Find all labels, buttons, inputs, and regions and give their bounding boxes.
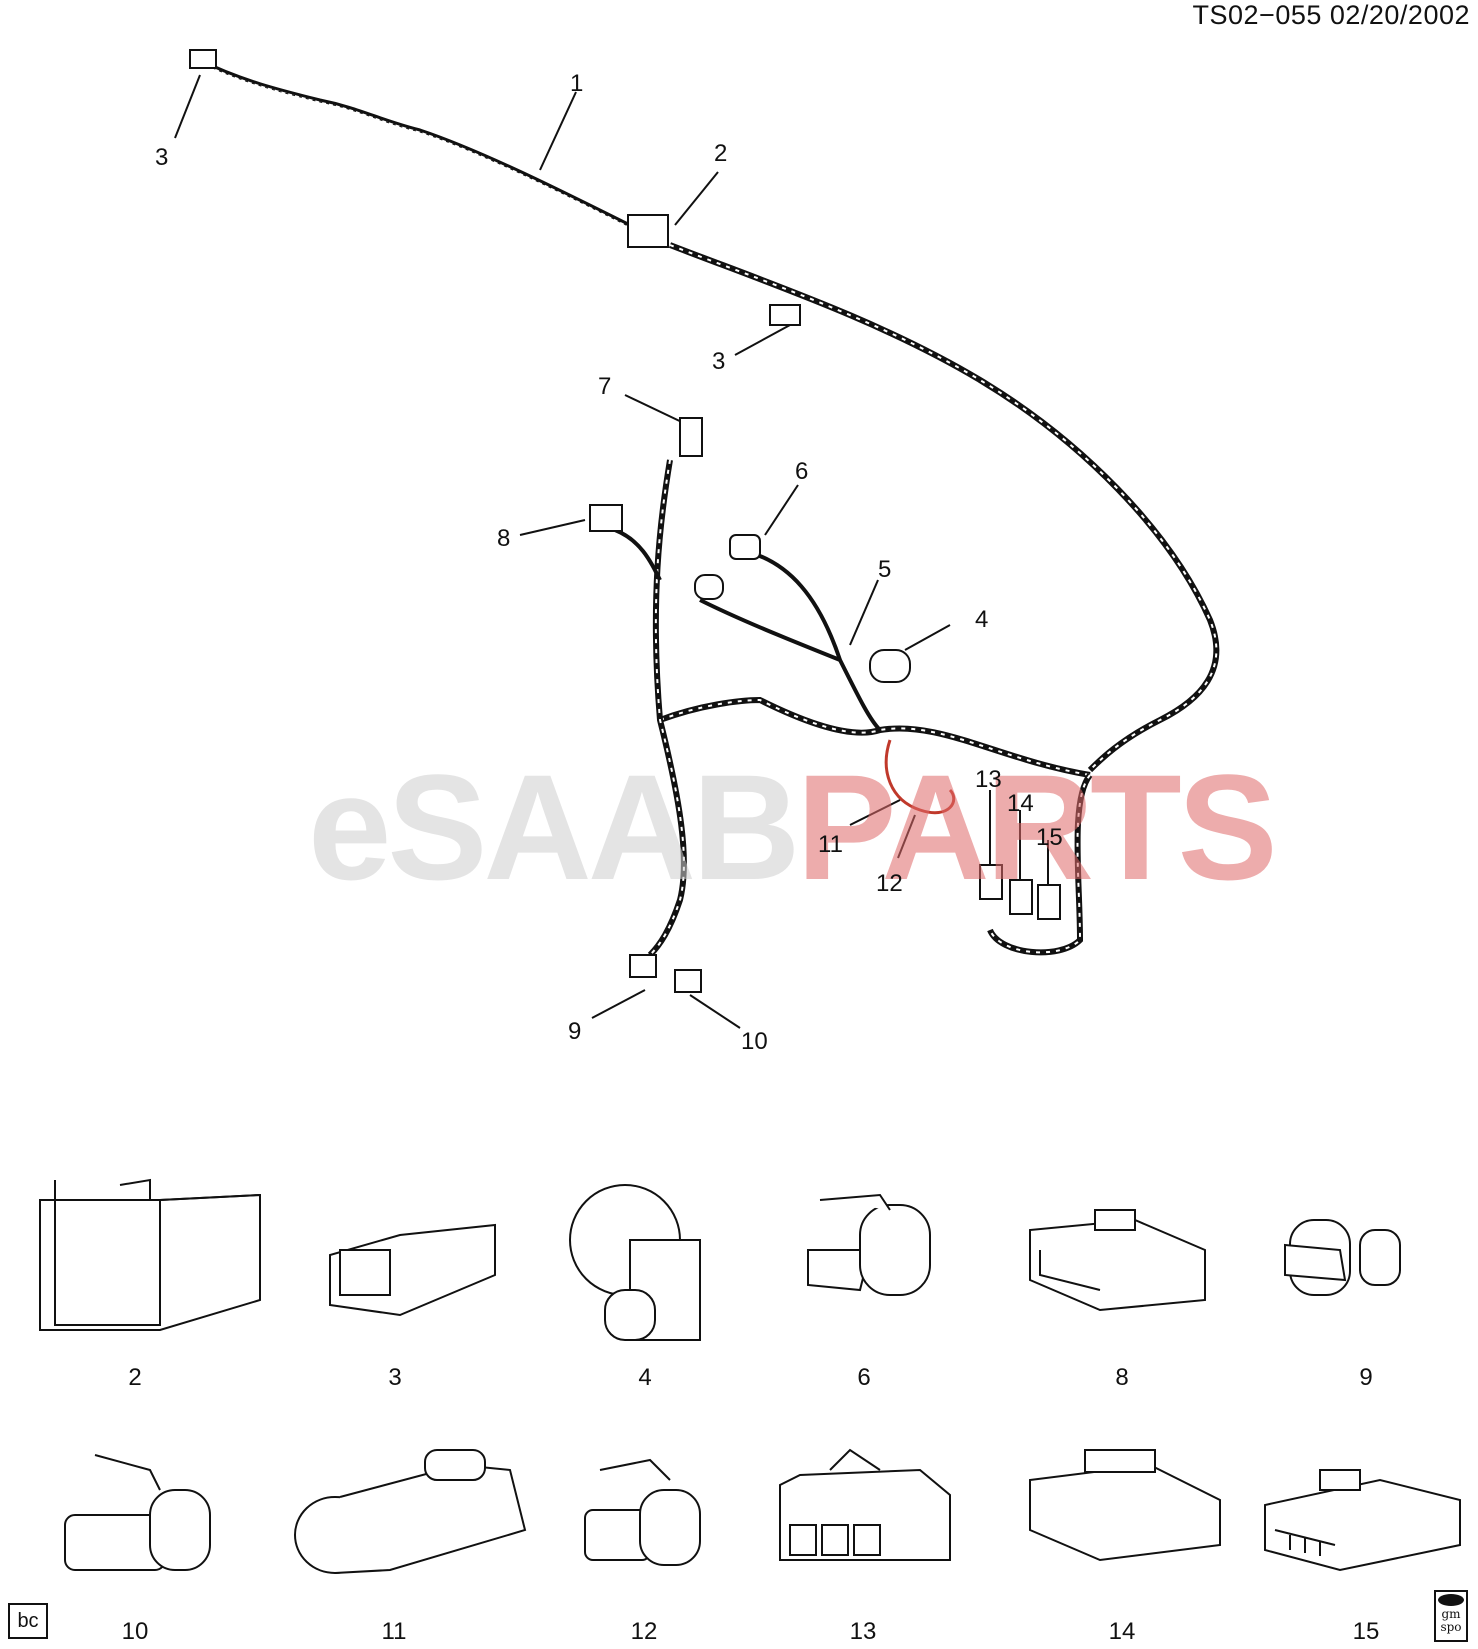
caption-part-6: 6 [857, 1364, 871, 1391]
document-id-date: TS02−055 02/20/2002 [1192, 0, 1470, 30]
caption-part-15: 15 [1352, 1618, 1380, 1645]
watermark-part-b: PARTS [796, 743, 1277, 911]
caption-part-14: 14 [1108, 1618, 1136, 1645]
callout-10: 10 [741, 1028, 768, 1055]
callout-14: 14 [1007, 790, 1034, 817]
gm-logo-text: gm spo [1440, 1607, 1462, 1635]
caption-part-13: 13 [849, 1618, 877, 1645]
caption-part-2: 2 [128, 1364, 142, 1391]
callout-5: 5 [878, 556, 892, 583]
gm-spo-logo: gm spo [1434, 1590, 1468, 1642]
caption-part-12: 12 [630, 1618, 658, 1645]
callout-4: 4 [975, 606, 989, 633]
callout-6: 6 [795, 458, 809, 485]
callout-11: 11 [818, 831, 843, 858]
callout-7: 7 [598, 373, 612, 400]
callout-3: 3 [155, 144, 169, 171]
caption-part-8: 8 [1115, 1364, 1129, 1391]
caption-part-4: 4 [638, 1364, 652, 1391]
callout-8: 8 [497, 525, 511, 552]
caption-part-11: 11 [381, 1618, 407, 1645]
watermark: eSAABPARTS [308, 752, 1278, 902]
caption-part-10: 10 [121, 1618, 149, 1645]
bc-badge: bc [8, 1603, 48, 1639]
callout-15: 15 [1036, 824, 1063, 851]
callout-3: 3 [712, 348, 726, 375]
gm-logo-mark [1438, 1594, 1464, 1606]
caption-part-9: 9 [1359, 1364, 1373, 1391]
callout-12: 12 [876, 870, 903, 897]
watermark-part-a: eSAAB [308, 743, 800, 911]
callout-13: 13 [975, 766, 1002, 793]
callout-2: 2 [714, 140, 728, 167]
callout-9: 9 [568, 1018, 582, 1045]
callout-1: 1 [570, 70, 584, 97]
caption-part-3: 3 [388, 1364, 402, 1391]
